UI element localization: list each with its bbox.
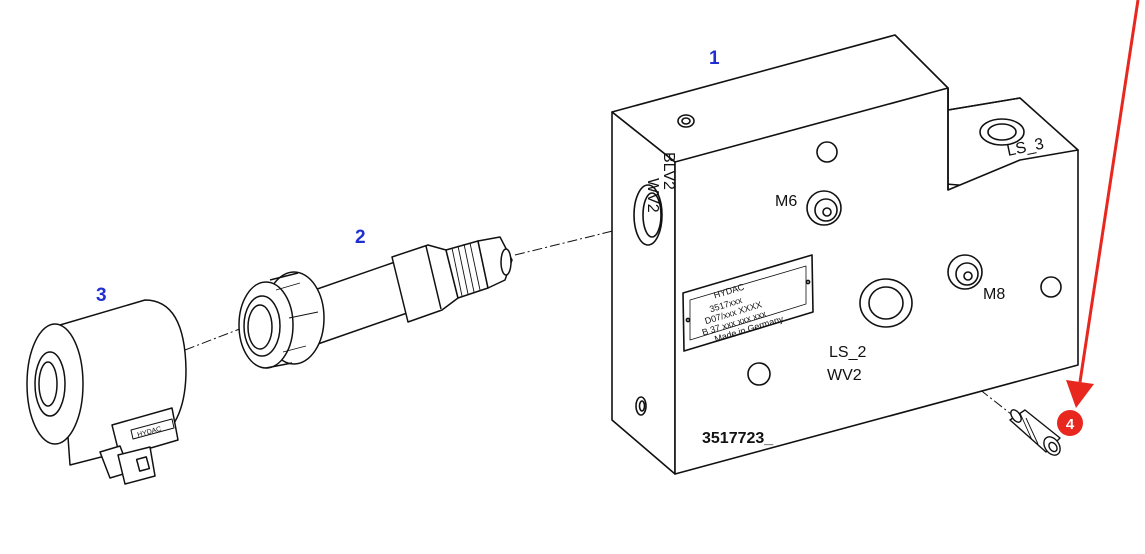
- label-part-number: 3517723_: [702, 430, 774, 447]
- label-wv2-side: WV2: [644, 178, 661, 213]
- valve-cartridge: [238, 236, 513, 369]
- callout-3: 3: [96, 285, 107, 306]
- callout-4: 4: [1066, 416, 1075, 433]
- small-plug: [1009, 409, 1061, 456]
- callout-4-badge: 4: [1057, 410, 1083, 436]
- callout-1: 1: [709, 48, 720, 69]
- label-blv2: BLV2: [660, 152, 677, 190]
- label-m8: M8: [983, 286, 1005, 303]
- manifold-block: [611, 34, 1079, 475]
- red-pointer-arrow: [1066, 0, 1140, 408]
- solenoid-coil: [26, 299, 187, 485]
- label-m6: M6: [775, 193, 797, 210]
- callout-2: 2: [355, 227, 366, 248]
- label-wv2-front: WV2: [827, 367, 862, 384]
- label-ls2: LS_2: [829, 344, 866, 361]
